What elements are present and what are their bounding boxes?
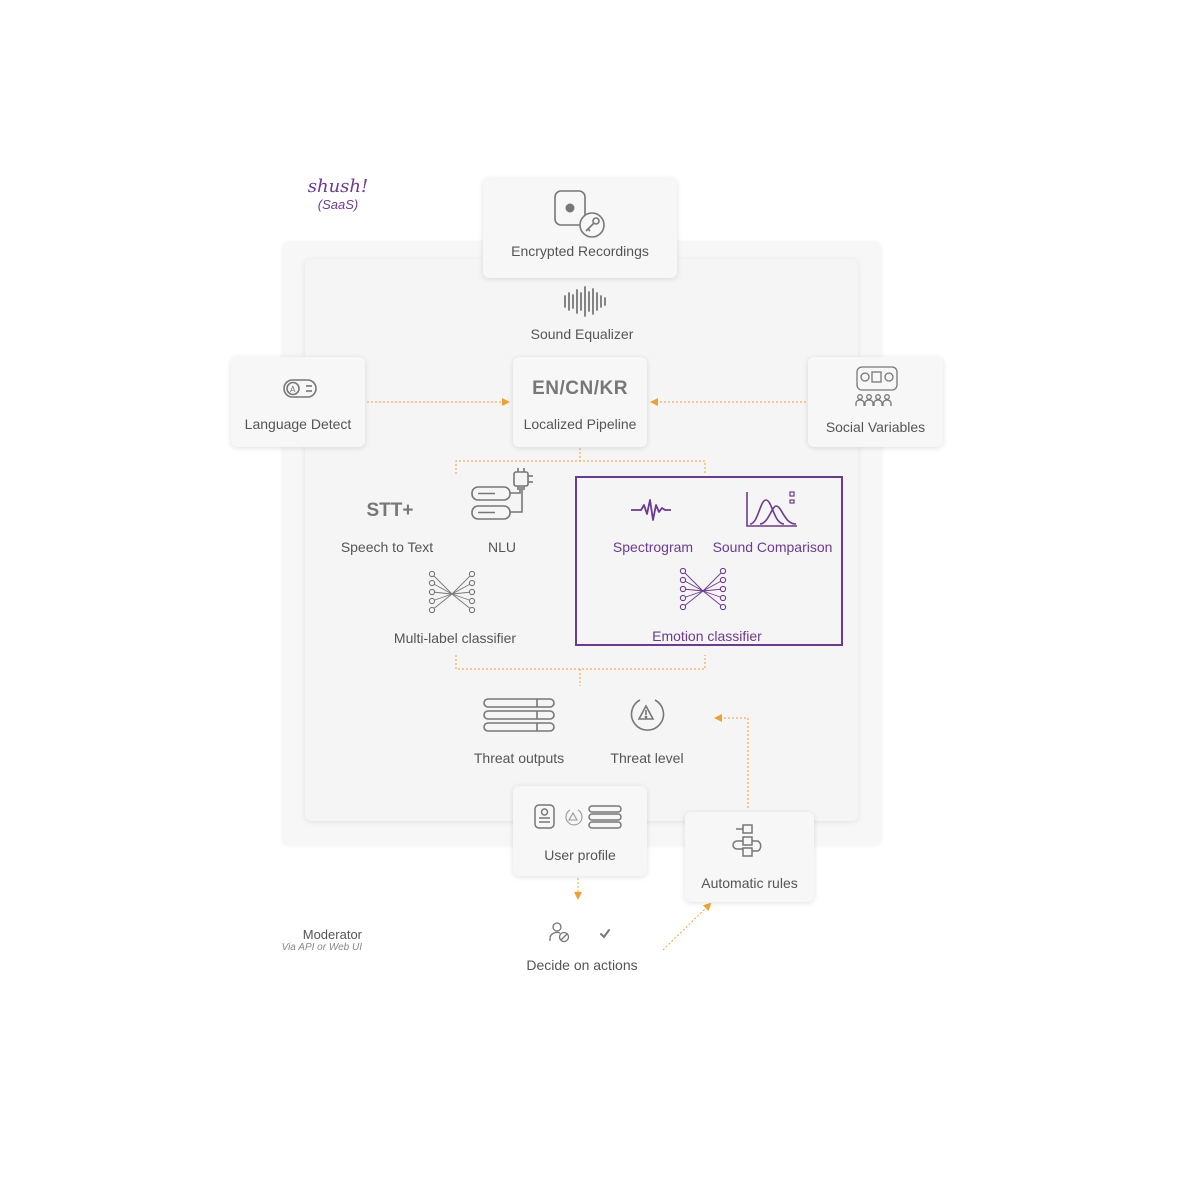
spectrogram-label: Spectrogram (612, 539, 694, 555)
pipeline-languages: EN/CN/KR (532, 378, 628, 399)
brand-name: shush! (307, 176, 369, 197)
language-detect-card (231, 357, 365, 447)
language-detect-label: Language Detect (244, 416, 352, 432)
decide-on-actions-label: Decide on actions (526, 957, 638, 973)
sound-comparison-label: Sound Comparison (712, 539, 833, 555)
sound-equalizer-label: Sound Equalizer (530, 326, 634, 342)
stt-badge: STT+ (366, 500, 414, 521)
brand-subtitle: (SaaS) (317, 197, 359, 212)
user-block-icon (549, 922, 570, 943)
multi-label-classifier-label: Multi-label classifier (393, 630, 517, 646)
saas-inner-panel (305, 259, 858, 821)
checkmark-icon (600, 929, 610, 939)
social-variables-label: Social Variables (825, 419, 926, 435)
localized-pipeline-label: Localized Pipeline (523, 416, 637, 432)
localized-pipeline-card (513, 357, 647, 447)
moderator-block: Moderator Via API or Web UI (260, 927, 362, 953)
moderator-title: Moderator (302, 927, 362, 942)
user-profile-label: User profile (544, 847, 616, 863)
threat-outputs-label: Threat outputs (473, 750, 565, 766)
user-profile-card (513, 786, 647, 876)
arrow-actions-to-rules (662, 902, 712, 951)
automatic-rules-label: Automatic rules (701, 875, 798, 891)
brand-logo: shush! (SaaS) (305, 176, 371, 212)
encrypted-recordings-card (483, 178, 677, 278)
emotion-analysis-group (575, 476, 843, 646)
encrypted-recordings-label: Encrypted Recordings (511, 243, 649, 259)
nlu-label: NLU (487, 539, 516, 555)
emotion-classifier-label: Emotion classifier (652, 628, 762, 644)
speech-to-text-label: Speech to Text (340, 539, 434, 555)
moderator-subtitle: Via API or Web UI (281, 942, 362, 953)
threat-level-label: Threat level (610, 750, 684, 766)
